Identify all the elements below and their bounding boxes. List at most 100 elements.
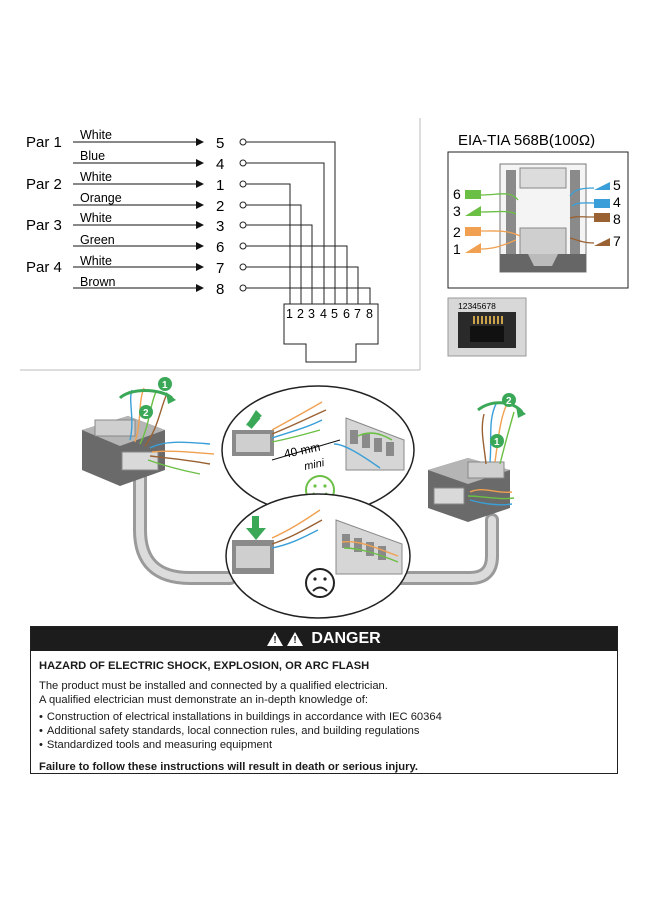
list-item: Additional safety standards, local conne…: [39, 724, 609, 738]
plug-pin-label: 12345678: [458, 301, 496, 311]
connection-line: [246, 183, 291, 304]
step-number: 1: [162, 380, 168, 391]
terminal-dot: [239, 138, 247, 146]
connection-line: [246, 245, 348, 304]
warning-triangle-icon: !: [287, 632, 304, 646]
dimension-line: [271, 439, 341, 461]
jack-pin-label: 6: [343, 307, 350, 321]
strip-note-label: mini: [303, 457, 326, 473]
pin-number: 4: [216, 156, 224, 173]
wire-color-label: Blue: [80, 149, 105, 163]
connection-line: [246, 162, 325, 304]
wire-color-label: Brown: [80, 275, 115, 289]
wire-tab-green: [465, 190, 481, 199]
wiring-diagram: Par 1 Par 2 Par 3 Par 4 White Blue White…: [20, 118, 629, 619]
rotate-arrow-icon: [118, 389, 173, 400]
network-cable: [136, 466, 234, 582]
pin-number: 6: [216, 239, 224, 256]
pin-number: 1: [216, 177, 224, 194]
standard-title: EIA-TIA 568B(100Ω): [458, 132, 595, 149]
wire-tab-orange: [465, 227, 481, 236]
incorrect-strip-detail: [232, 509, 403, 575]
correct-strip-detail: [232, 401, 405, 471]
left-keystone-jack: [82, 416, 165, 486]
step-number: 2: [143, 408, 149, 419]
module-pin-label: 8: [613, 211, 621, 227]
pair-label: Par 1: [26, 134, 62, 151]
danger-notice: ! ! DANGER HAZARD OF ELECTRIC SHOCK, EXP…: [30, 626, 618, 774]
warning-triangle-icon: !: [267, 632, 284, 646]
wire-tab-blue: [594, 182, 610, 190]
sad-face-icon: [305, 568, 335, 598]
network-cable: [396, 516, 496, 582]
right-keystone-jack: [428, 458, 510, 522]
connection-line: [246, 204, 302, 304]
step-badge: [158, 377, 172, 391]
module-pin-label: 5: [613, 177, 621, 193]
wire-color-label: White: [80, 254, 112, 268]
wire-color-label: White: [80, 211, 112, 225]
terminal-dot: [239, 284, 247, 292]
wire-color-label: Orange: [80, 191, 122, 205]
wire-tab-brown: [594, 238, 610, 246]
module-pin-label: 4: [613, 194, 621, 210]
pin-number: 5: [216, 135, 224, 152]
step-badge: [139, 405, 153, 419]
rj45-jack-outline: [283, 303, 379, 363]
pin-number: 7: [216, 260, 224, 277]
module-pin-label: 2: [453, 224, 461, 240]
terminal-dot: [239, 201, 247, 209]
pair-label: Par 3: [26, 217, 62, 234]
wire-tab-brown: [594, 213, 610, 222]
step-number: 1: [494, 437, 500, 448]
jack-pin-label: 2: [297, 307, 304, 321]
pair-label: Par 4: [26, 259, 62, 276]
wire-tab-green: [465, 206, 481, 216]
failure-warning: Failure to follow these instructions wil…: [39, 761, 418, 773]
connection-line: [246, 141, 336, 304]
danger-header: ! ! DANGER: [31, 627, 617, 651]
wire-color-label: White: [80, 170, 112, 184]
list-item: Standardized tools and measuring equipme…: [39, 738, 609, 752]
rotate-arrow-icon: [516, 406, 526, 418]
jack-pin-label: 8: [366, 307, 373, 321]
pin-number: 3: [216, 218, 224, 235]
connection-line: [246, 287, 371, 304]
pin-number: 8: [216, 281, 224, 298]
pin-number: 2: [216, 198, 224, 215]
wire-tab-orange: [465, 243, 481, 253]
module-pin-label: 6: [453, 186, 461, 202]
jack-pin-label: 3: [308, 307, 315, 321]
network-cable: [393, 513, 499, 585]
jack-pin-label: 5: [331, 307, 338, 321]
terminal-dot: [239, 263, 247, 271]
requirement-list: Construction of electrical installations…: [39, 710, 609, 752]
connection-line: [246, 224, 313, 304]
terminal-dot: [239, 221, 247, 229]
step-badge: [490, 434, 504, 448]
jack-pin-label: 4: [320, 307, 327, 321]
wire-tab-blue: [594, 199, 610, 208]
jack-pin-label: 7: [354, 307, 361, 321]
rj45-plug-image: [447, 297, 527, 357]
step-badge: [502, 393, 516, 407]
detail-zoom-incorrect: [225, 493, 411, 619]
connection-line: [246, 266, 359, 304]
pair-label: Par 2: [26, 176, 62, 193]
hazard-heading: HAZARD OF ELECTRIC SHOCK, EXPLOSION, OR …: [39, 660, 370, 672]
danger-text: The product must be installed and connec…: [39, 680, 388, 692]
danger-text: A qualified electrician must demonstrate…: [39, 694, 368, 706]
step-number: 2: [506, 396, 512, 407]
module-pin-label: 7: [613, 233, 621, 249]
module-pin-label: 1: [453, 241, 461, 257]
danger-title: DANGER: [311, 630, 381, 647]
jack-pin-label: 1: [286, 307, 293, 321]
module-pin-label: 3: [453, 203, 461, 219]
wire-color-label: Green: [80, 233, 115, 247]
terminal-dot: [239, 242, 247, 250]
terminal-dot: [239, 159, 247, 167]
list-item: Construction of electrical installations…: [39, 710, 609, 724]
rotate-arrow-icon: [477, 401, 524, 414]
terminal-dot: [239, 180, 247, 188]
wire-color-label: White: [80, 128, 112, 142]
